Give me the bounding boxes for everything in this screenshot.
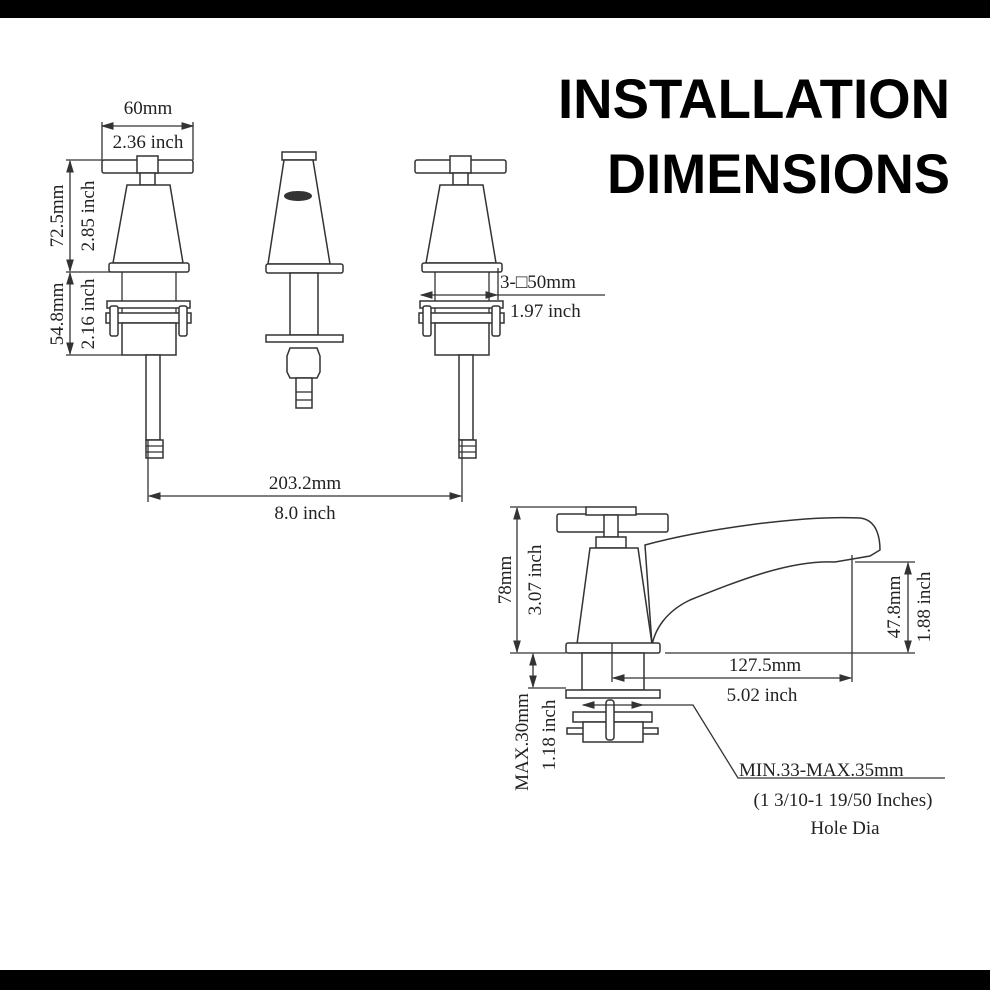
spout-reach-in: 5.02 inch — [727, 685, 798, 706]
spout-height-in: 1.88 inch — [914, 571, 935, 642]
base-size-in: 1.97 inch — [510, 301, 581, 322]
handle-width-mm: 60mm — [124, 98, 173, 119]
deck-thickness-in: 1.18 inch — [539, 699, 560, 770]
spacing-mm: 203.2mm — [269, 473, 342, 494]
hole-dia-range: MIN.33-MAX.35mm — [739, 760, 904, 781]
spout-height-mm: 47.8mm — [884, 575, 905, 638]
lower-height-in: 2.16 inch — [78, 278, 99, 349]
upper-height-mm: 72.5mm — [47, 184, 68, 247]
spacing-dimension: 203.2mm 8.0 inch — [147, 440, 463, 524]
center-spout — [265, 151, 344, 409]
hole-dia-label: Hole Dia — [810, 818, 880, 839]
side-view-faucet — [556, 506, 881, 743]
lower-height-mm: 54.8mm — [47, 282, 68, 345]
deck-thickness-mm: MAX.30mm — [512, 693, 533, 791]
title-line-2: DIMENSIONS — [607, 142, 950, 205]
base-size-mm: 3-□50mm — [500, 272, 576, 293]
valve-height-dimension: 72.5mm 2.85 inch 54.8mm 2.16 inch — [47, 159, 122, 356]
spout-reach-mm: 127.5mm — [729, 655, 802, 676]
hole-dia-inches: (1 3/10-1 19/50 Inches) — [754, 790, 933, 811]
title-line-1: INSTALLATION — [558, 67, 950, 130]
handle-width-dimension: 60mm 2.36 inch — [100, 98, 195, 160]
upper-height-in: 2.85 inch — [78, 180, 99, 251]
right-handle-valve — [414, 155, 507, 459]
left-handle-valve — [101, 155, 194, 459]
top-border — [0, 0, 990, 18]
handle-width-in: 2.36 inch — [113, 132, 184, 153]
bottom-border — [0, 970, 990, 990]
base-size-dimension: 3-□50mm 1.97 inch — [419, 268, 605, 322]
height-in: 3.07 inch — [525, 544, 546, 615]
side-view-dimensions: 78mm 3.07 inch 47.8mm 1.88 inch 127.5mm … — [495, 506, 945, 839]
spacing-in: 8.0 inch — [274, 503, 336, 524]
height-mm: 78mm — [495, 556, 516, 605]
